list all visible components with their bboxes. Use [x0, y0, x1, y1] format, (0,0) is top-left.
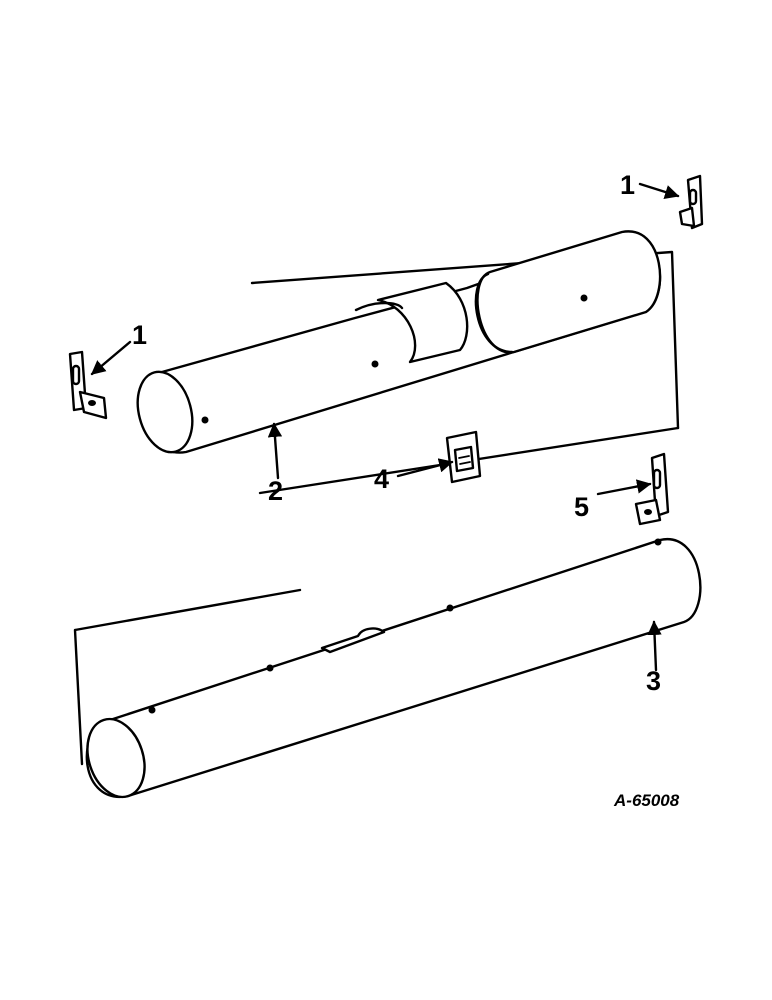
- leader-arrows: [90, 182, 680, 672]
- mount-hole: [148, 706, 156, 714]
- bracket-part-5: [634, 452, 670, 526]
- leader-arrow-1-top-right: [638, 182, 680, 199]
- mount-hole: [201, 416, 209, 424]
- callout-1-top-right: 1: [620, 170, 635, 200]
- callout-5: 5: [574, 492, 589, 522]
- callout-3: 3: [646, 666, 661, 696]
- mount-hole: [580, 294, 588, 302]
- mount-hole: [266, 664, 274, 672]
- bracket-left: [68, 350, 108, 420]
- leader-arrow-3: [647, 620, 662, 672]
- callout-1-left: 1: [132, 320, 147, 350]
- tube-end-cap-left: [86, 717, 146, 799]
- upper-shield-tube: [136, 230, 680, 454]
- leader-arrow-5: [596, 479, 652, 496]
- leader-arrow-1-left: [90, 340, 132, 376]
- mount-hole: [371, 360, 379, 368]
- bracket-top-right: [678, 174, 704, 230]
- mount-hole: [654, 538, 662, 546]
- callout-2: 2: [268, 476, 283, 506]
- mount-hole: [446, 604, 454, 612]
- clip-part: [445, 430, 482, 484]
- leader-arrow-4: [396, 458, 454, 478]
- callout-4: 4: [374, 464, 389, 494]
- leader-arrow-2: [267, 422, 283, 480]
- figure-number: A-65008: [613, 791, 680, 810]
- tube-end-cap-left: [136, 370, 194, 454]
